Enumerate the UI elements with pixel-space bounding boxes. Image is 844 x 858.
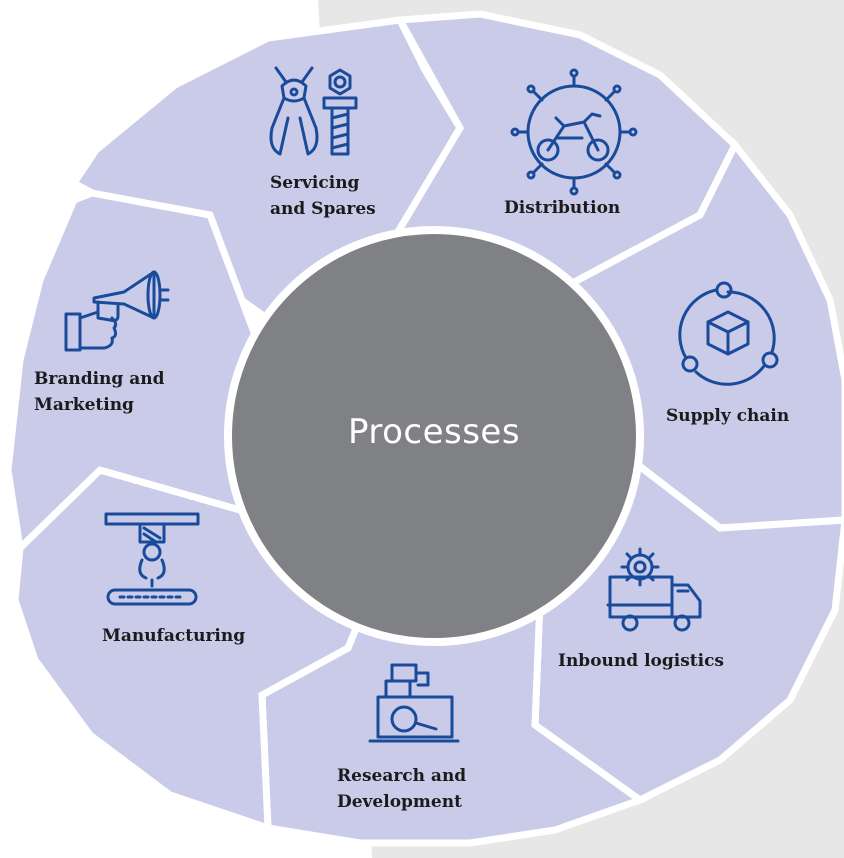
- circular-box-icon: [678, 281, 779, 386]
- pliers-bolt-icon: [269, 66, 358, 156]
- label-manufacturing: Manufacturing: [102, 626, 246, 646]
- hand-megaphone-icon: [64, 270, 170, 352]
- network-motorcycle-icon: [510, 68, 638, 196]
- label-research-and-development: Research and Development: [337, 766, 467, 812]
- label-inbound-logistics: Inbound logistics: [558, 651, 725, 671]
- label-branding-and-marketing: Branding and Marketing: [34, 369, 165, 415]
- robot-arm-conveyor-icon: [104, 512, 200, 606]
- center-circle: [224, 226, 644, 646]
- label-supply-chain: Supply chain: [666, 406, 790, 426]
- center-title: Processes: [347, 412, 521, 452]
- label-servicing-and-spares: Servicing and Spares: [270, 173, 376, 219]
- lab-microscope-icon: [368, 663, 460, 743]
- label-distribution: Distribution: [504, 198, 621, 218]
- truck-gear-icon: [606, 547, 702, 632]
